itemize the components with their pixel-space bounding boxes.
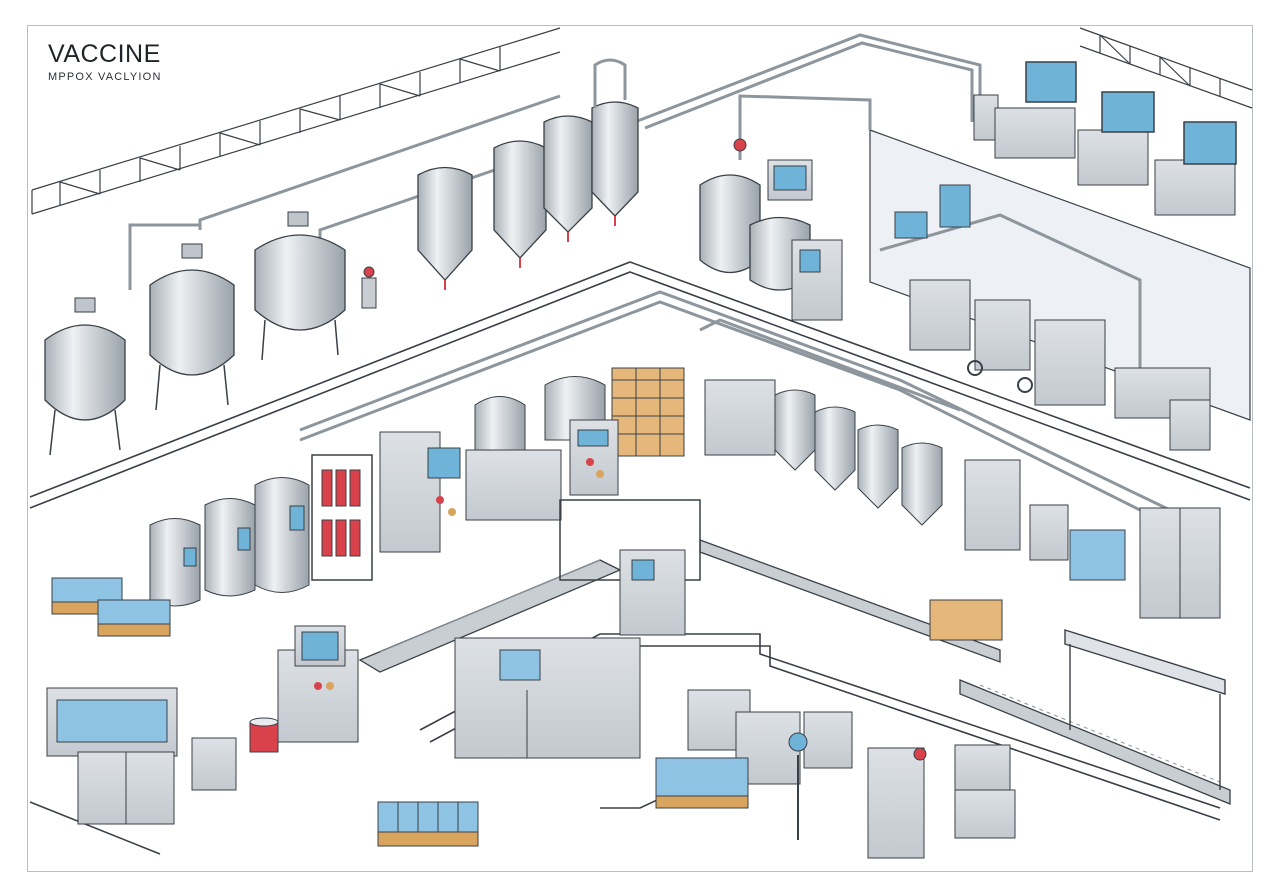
middle-process-row — [379, 376, 619, 553]
roof-truss-right — [1079, 27, 1253, 109]
conical-vessel-2 — [493, 140, 547, 268]
title-block: VACCINE MPPOX VACLYION — [48, 40, 162, 83]
conical-vessel-1 — [417, 166, 473, 290]
bottom-left-cabinets — [46, 687, 279, 825]
pallet-stack-middle — [611, 367, 685, 457]
pallet-vials-bottom — [377, 801, 479, 847]
filling-station-right — [964, 459, 1221, 619]
inspection-stations — [655, 689, 853, 840]
overhead-gantry — [1064, 629, 1226, 790]
conical-vessel-3 — [543, 115, 593, 242]
conical-vessels-mid-right — [704, 379, 943, 526]
packaging-control-tower — [277, 625, 641, 759]
roof-truss-left — [31, 27, 561, 215]
bioreactor — [699, 138, 843, 321]
pallet-vials-left — [51, 577, 171, 637]
storage-tank-3 — [254, 211, 377, 361]
page-title: VACCINE — [48, 40, 161, 68]
diagram-frame — [27, 25, 1253, 872]
bottom-right-units — [867, 744, 1016, 859]
mixing-tanks-left — [149, 477, 310, 607]
page-subtitle: MPPOX VACLYION — [48, 71, 162, 83]
storage-tank-2 — [149, 243, 235, 411]
filling-machine — [559, 499, 1003, 641]
filtration-rack — [311, 454, 373, 581]
storage-tank-1 — [44, 297, 126, 456]
control-workstations — [973, 61, 1237, 216]
clean-room-machines — [894, 184, 1211, 451]
conical-vessel-4 — [591, 58, 639, 226]
